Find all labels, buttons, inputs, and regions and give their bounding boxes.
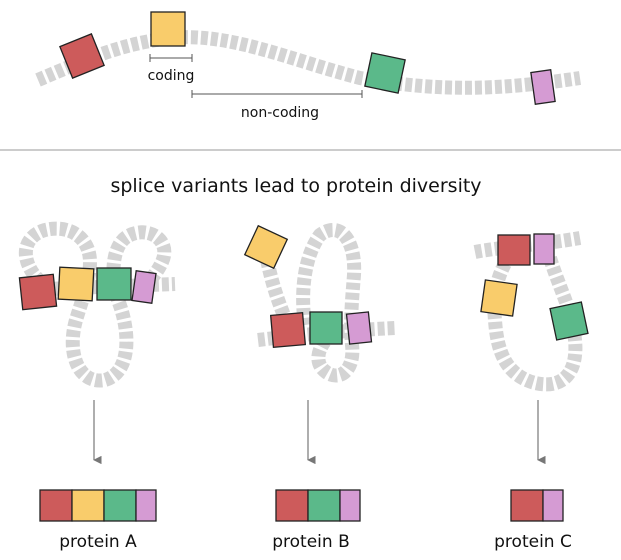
exon-green-top (364, 52, 406, 94)
protein-a-segment-green (103, 489, 137, 522)
exon-b-purple (345, 311, 373, 345)
exon-red-top (59, 33, 105, 79)
protein-a-segment-purple (135, 489, 157, 522)
exon-a-red (18, 273, 58, 311)
coding-bracket (149, 54, 193, 62)
protein-c-segment-purple (542, 489, 564, 522)
exon-c-red (497, 234, 531, 266)
exon-b-yellow (243, 224, 289, 270)
coding-label: coding (148, 68, 195, 84)
section-heading: splice variants lead to protein diversit… (110, 175, 481, 197)
protein-b-label: protein B (272, 532, 350, 552)
protein-a-segment-red (39, 489, 73, 522)
variant-c-strand (473, 231, 583, 392)
noncoding-label: non-coding (241, 105, 319, 121)
exon-c-purple (533, 233, 555, 265)
protein-a-segment-yellow (71, 489, 105, 522)
exon-c-yellow (480, 279, 518, 317)
exon-yellow-top (150, 11, 186, 47)
protein-bars (39, 489, 564, 522)
protein-c-segment-red (510, 489, 544, 522)
strand-top (35, 30, 582, 95)
protein-b-segment-purple (339, 489, 361, 522)
exon-b-red (269, 311, 307, 349)
protein-b-segment-red (275, 489, 309, 522)
exon-c-green (549, 301, 589, 341)
noncoding-bracket (191, 90, 363, 98)
exon-a-purple (131, 270, 157, 304)
exon-b-green (309, 311, 343, 345)
pre-mrna-strand (35, 30, 582, 95)
exon-a-yellow (57, 266, 95, 302)
protein-b-segment-green (307, 489, 341, 522)
exon-purple-top (530, 69, 556, 105)
protein-c-label: protein C (494, 532, 572, 552)
protein-a-label: protein A (59, 532, 137, 552)
exon-a-green (96, 267, 132, 301)
